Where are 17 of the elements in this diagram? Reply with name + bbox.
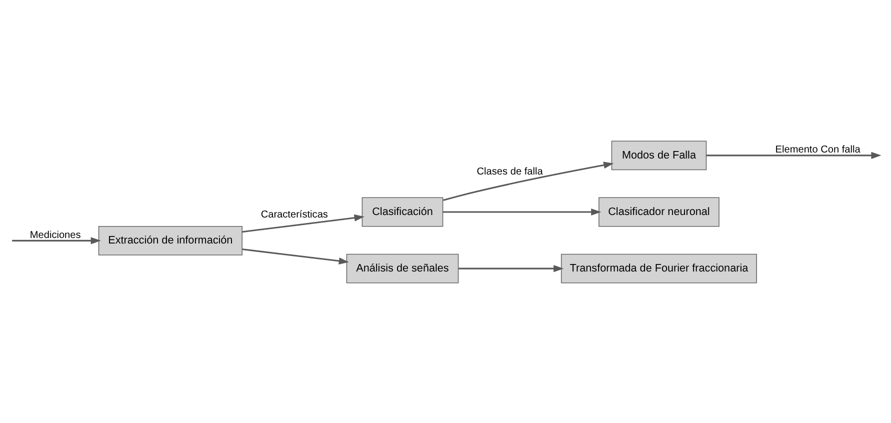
arrow	[706, 151, 882, 158]
node-box: Transformada de Fourier fraccionaria	[560, 253, 757, 283]
arrow	[242, 214, 364, 232]
edge-label: Elemento Con falla	[775, 144, 860, 156]
arrow	[442, 161, 614, 201]
arrow	[12, 236, 101, 244]
node-box: Modos de Falla	[611, 140, 707, 170]
node-box: Extracción de información	[98, 225, 242, 255]
arrow	[242, 248, 349, 264]
arrow	[442, 208, 602, 216]
node-box: Análisis de señales	[346, 253, 459, 283]
node-box: Clasificación	[362, 196, 444, 226]
edge-label: Características	[260, 209, 328, 220]
arrow	[458, 264, 564, 272]
node-box: Clasificador neuronal	[598, 196, 720, 226]
edge-label: Mediciones	[30, 229, 81, 240]
edge-label: Clases de falla	[476, 166, 543, 177]
